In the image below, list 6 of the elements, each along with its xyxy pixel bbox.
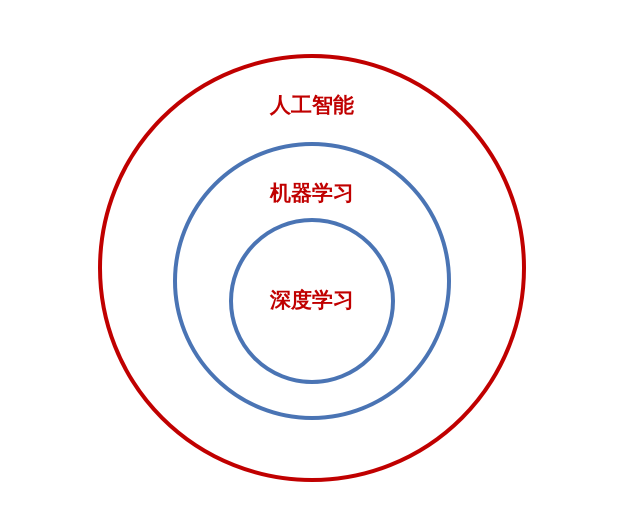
circle-label: 人工智能: [270, 93, 354, 117]
circle-label: 深度学习: [270, 288, 354, 312]
circle-label: 机器学习: [270, 181, 354, 205]
outer-circle: [98, 54, 526, 482]
inner-circle: [229, 218, 395, 384]
middle-circle: [173, 142, 451, 420]
